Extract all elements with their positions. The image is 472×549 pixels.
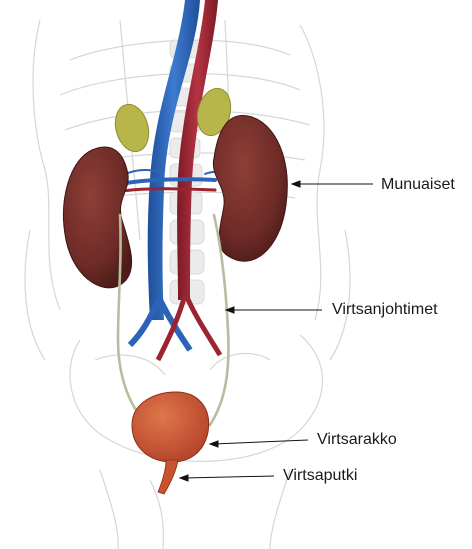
right-kidney <box>213 115 287 261</box>
label-urethra: Virtsaputki <box>283 468 357 484</box>
label-bladder: Virtsarakko <box>317 432 397 448</box>
left-kidney <box>64 147 132 288</box>
label-ureters: Virtsanjohtimet <box>332 302 438 318</box>
urethra <box>158 460 178 494</box>
left-adrenal-gland <box>110 101 153 156</box>
bladder <box>132 392 209 462</box>
label-kidneys: Munuaiset <box>381 177 455 193</box>
